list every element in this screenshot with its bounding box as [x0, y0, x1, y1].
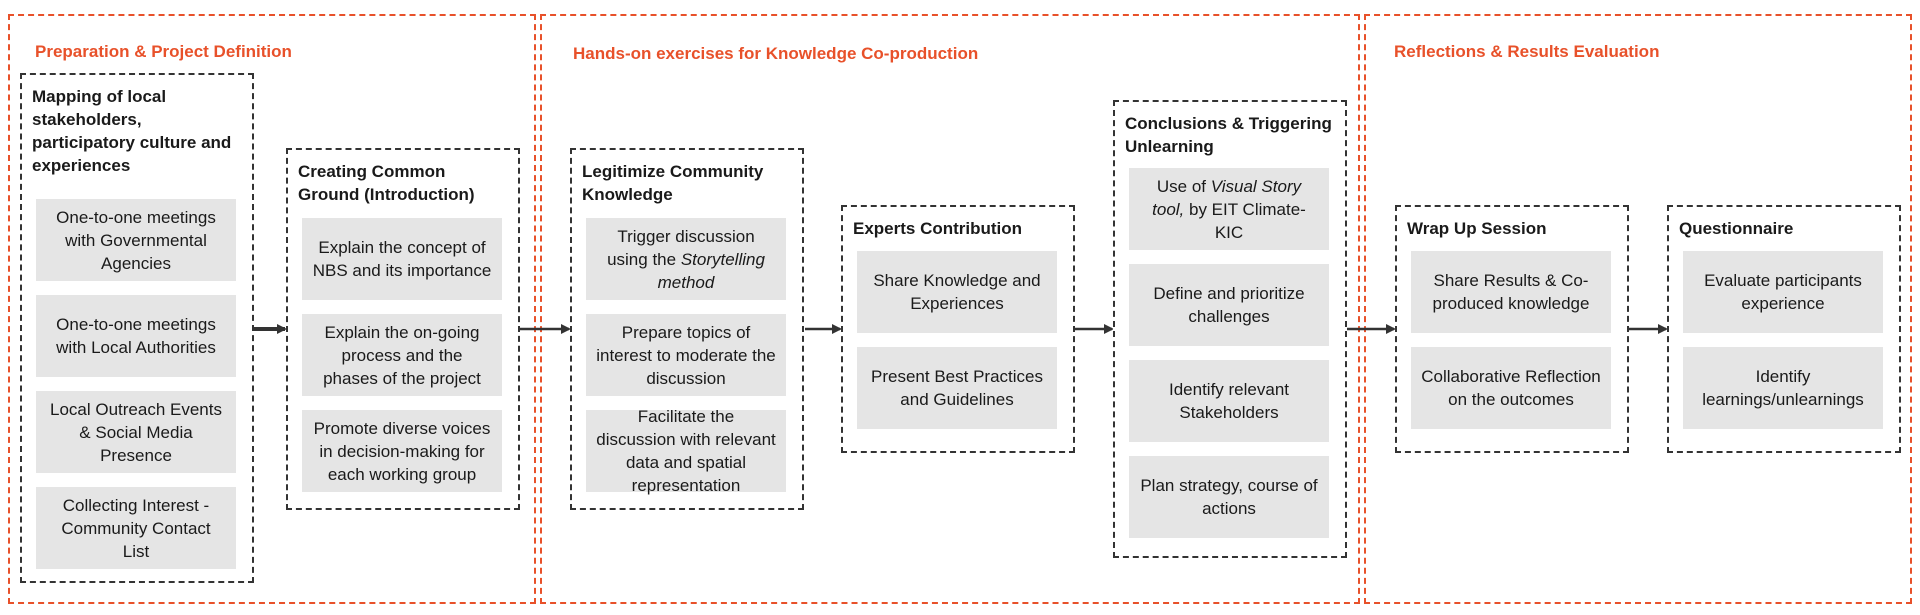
stage-conclusions: Conclusions & Triggering Unlearning Use …	[1113, 100, 1347, 558]
task-text: Identify learnings/unlearnings	[1702, 367, 1864, 409]
task-text: Share Knowledge and Experiences	[873, 271, 1041, 313]
stage-common-ground: Creating Common Ground (Introduction) Ex…	[286, 148, 520, 510]
task-best-practices: Present Best Practices and Guidelines	[857, 347, 1057, 429]
stage-title: Experts Contribution	[853, 219, 1023, 238]
task-explain-process: Explain the on-going process and the pha…	[302, 314, 502, 396]
task-text: Use of Visual Story tool, by EIT Climate…	[1152, 176, 1306, 242]
stage-questionnaire: Questionnaire Evaluate participants expe…	[1667, 205, 1901, 453]
stage-title: Wrap Up Session	[1407, 219, 1547, 238]
task-share-knowledge: Share Knowledge and Experiences	[857, 251, 1057, 333]
phase-title-preparation: Preparation & Project Definition	[35, 42, 292, 61]
stage-experts-contribution: Experts Contribution Share Knowledge and…	[841, 205, 1075, 453]
stage-title: Conclusions & Triggering Unlearning	[1125, 114, 1332, 156]
task-text: Explain the concept of NBS and its impor…	[312, 238, 492, 280]
task-text: Promote diverse voices in decision-makin…	[313, 418, 491, 484]
task-prepare-topics: Prepare topics of interest to moderate t…	[586, 314, 786, 396]
task-text: One-to-one meetings with Local Authoriti…	[56, 315, 216, 357]
task-text: Explain the on-going process and the pha…	[323, 322, 481, 388]
phase-hands-on	[540, 14, 1360, 604]
phase-preparation	[8, 14, 536, 604]
stage-wrap-up: Wrap Up Session Share Results & Co-produ…	[1395, 205, 1629, 453]
task-text: Plan strategy, course of actions	[1140, 476, 1318, 518]
phase-title-reflections: Reflections & Results Evaluation	[1394, 42, 1660, 61]
stage-title: Creating Common Ground (Introduction)	[298, 162, 475, 204]
task-text: Evaluate participants experience	[1704, 271, 1862, 313]
task-plan-strategy: Plan strategy, course of actions	[1129, 456, 1329, 538]
stage-title: Legitimize Community Knowledge	[582, 162, 764, 204]
stage-title: Questionnaire	[1679, 219, 1794, 238]
phase-title-hands-on: Hands-on exercises for Knowledge Co-prod…	[573, 44, 979, 63]
phase-reflections	[1364, 14, 1912, 604]
task-text: Identify relevant Stakeholders	[1168, 380, 1289, 422]
task-evaluate-experience: Evaluate participants experience	[1683, 251, 1883, 333]
task-identify-learnings: Identify learnings/unlearnings	[1683, 347, 1883, 429]
task-text: Local Outreach Events & Social Media Pre…	[50, 399, 222, 465]
task-local-authorities-meetings: One-to-one meetings with Local Authoriti…	[36, 295, 236, 377]
task-collaborative-reflection: Collaborative Reflection on the outcomes	[1411, 347, 1611, 429]
task-text: Collecting Interest - Community Contact …	[61, 495, 211, 561]
task-text: One-to-one meetings with Governmental Ag…	[56, 207, 216, 273]
task-identify-stakeholders: Identify relevant Stakeholders	[1129, 360, 1329, 442]
task-collecting-interest: Collecting Interest - Community Contact …	[36, 487, 236, 569]
task-text: Prepare topics of interest to moderate t…	[596, 322, 776, 388]
task-outreach-events: Local Outreach Events & Social Media Pre…	[36, 391, 236, 473]
task-trigger-discussion: Trigger discussion using the Storytellin…	[586, 218, 786, 300]
task-text: Collaborative Reflection on the outcomes	[1421, 367, 1601, 409]
stage-mapping: Mapping of local stakeholders, participa…	[20, 73, 254, 583]
task-text: Facilitate the discussion with relevant …	[596, 407, 776, 495]
task-text: Trigger discussion using the Storytellin…	[607, 226, 765, 292]
task-governmental-meetings: One-to-one meetings with Governmental Ag…	[36, 199, 236, 281]
task-text: Share Results & Co-produced knowledge	[1432, 271, 1590, 313]
task-define-challenges: Define and prioritize challenges	[1129, 264, 1329, 346]
task-promote-voices: Promote diverse voices in decision-makin…	[302, 410, 502, 492]
task-visual-story-tool: Use of Visual Story tool, by EIT Climate…	[1129, 168, 1329, 250]
stage-legitimize-knowledge: Legitimize Community Knowledge Trigger d…	[570, 148, 804, 510]
task-text: Present Best Practices and Guidelines	[871, 367, 1043, 409]
task-text: Define and prioritize challenges	[1153, 284, 1305, 326]
task-explain-nbs: Explain the concept of NBS and its impor…	[302, 218, 502, 300]
stage-title: Mapping of local stakeholders, participa…	[32, 87, 232, 175]
task-share-results: Share Results & Co-produced knowledge	[1411, 251, 1611, 333]
task-facilitate-discussion: Facilitate the discussion with relevant …	[586, 407, 786, 495]
